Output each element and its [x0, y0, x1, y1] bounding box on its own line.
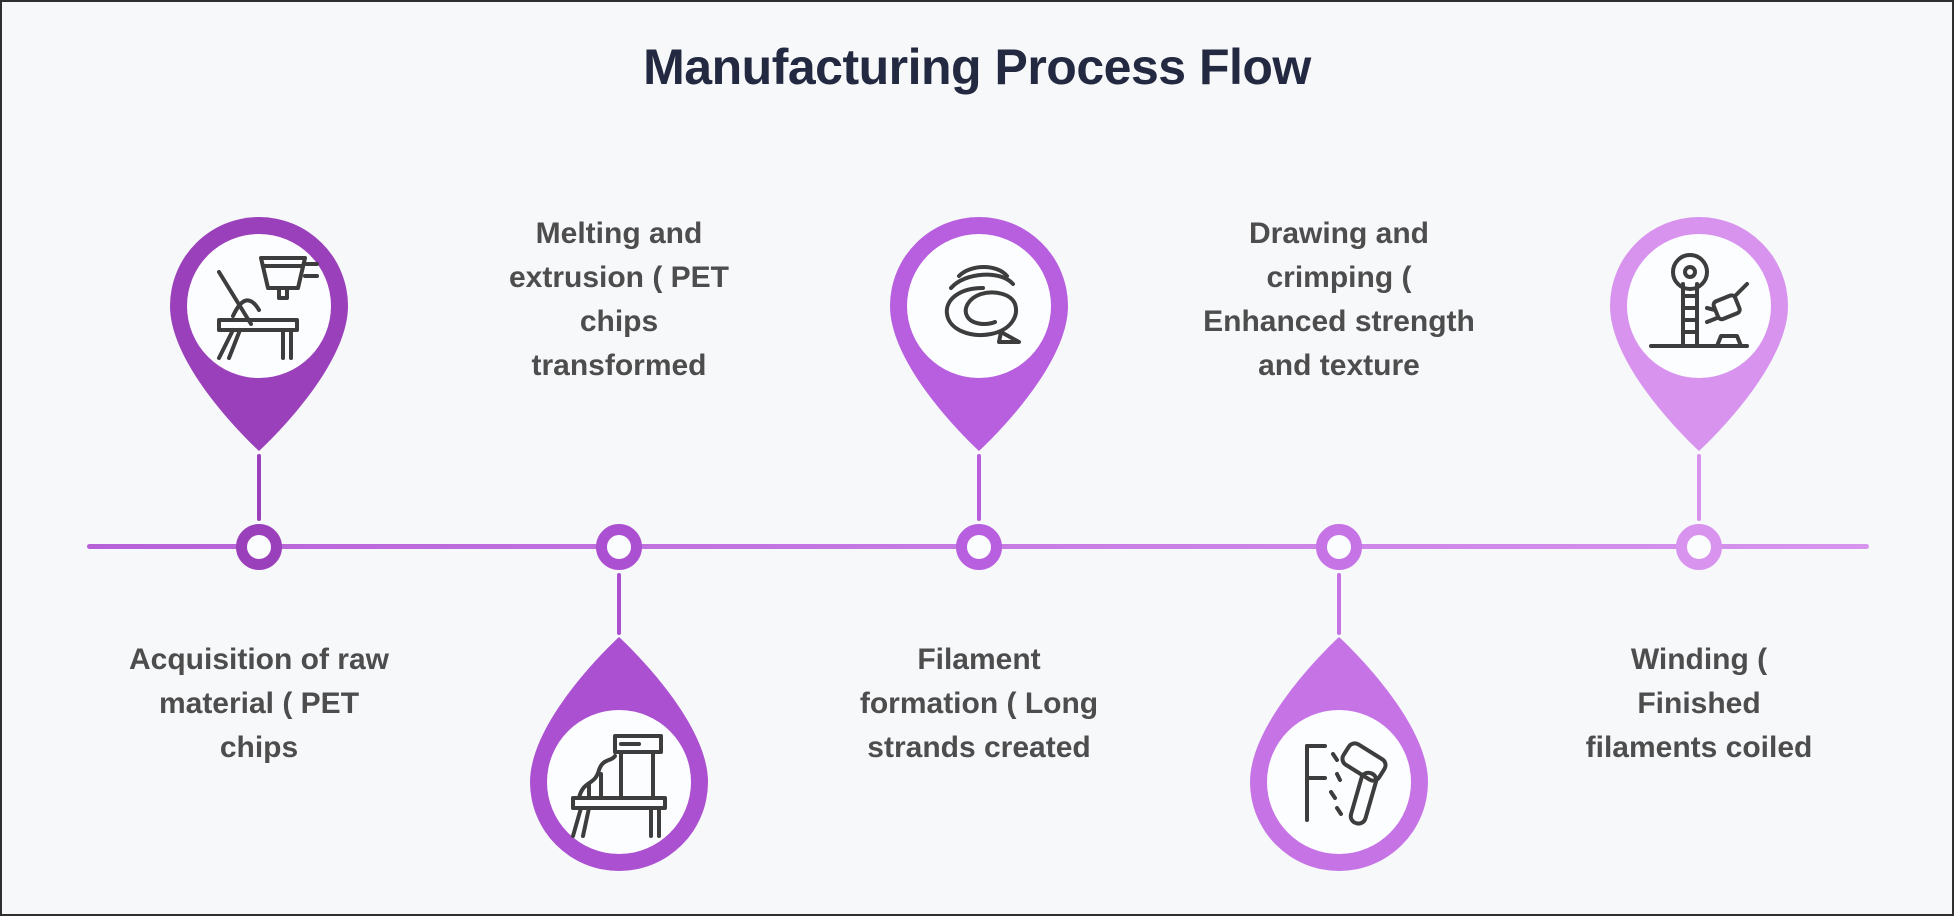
step-label-extrusion: Melting and extrusion ( PET chips transf… — [508, 217, 730, 382]
map-pin-crimping — [1250, 637, 1428, 871]
map-pin-winding — [1610, 217, 1788, 451]
pin-stem — [257, 454, 261, 521]
winding-machine-icon — [1649, 253, 1749, 348]
map-pin-extrusion — [530, 637, 708, 871]
pin-stem — [1337, 573, 1341, 635]
crimping-hammer-icon — [1305, 741, 1388, 826]
pin-stem — [977, 454, 981, 521]
step-label-crimping: Drawing and crimping ( Enhanced strength… — [1203, 217, 1475, 382]
page-title: Manufacturing Process Flow — [643, 39, 1311, 95]
map-pin-filament — [890, 217, 1068, 451]
filament-coil-icon — [944, 265, 1021, 344]
extrusion-machine-icon — [571, 734, 667, 838]
raw-material-machine-icon — [217, 256, 319, 360]
process-timeline — [87, 544, 1869, 549]
step-label-acquisition: Acquisition of raw material ( PET chips — [128, 643, 389, 764]
map-pin-acquisition — [170, 217, 348, 451]
step-label-winding: Winding ( Finished filaments coiled — [1585, 643, 1813, 764]
pin-stem — [617, 573, 621, 635]
step-label-filament: Filament formation ( Long strands create… — [859, 643, 1099, 764]
pin-stem — [1697, 454, 1701, 521]
